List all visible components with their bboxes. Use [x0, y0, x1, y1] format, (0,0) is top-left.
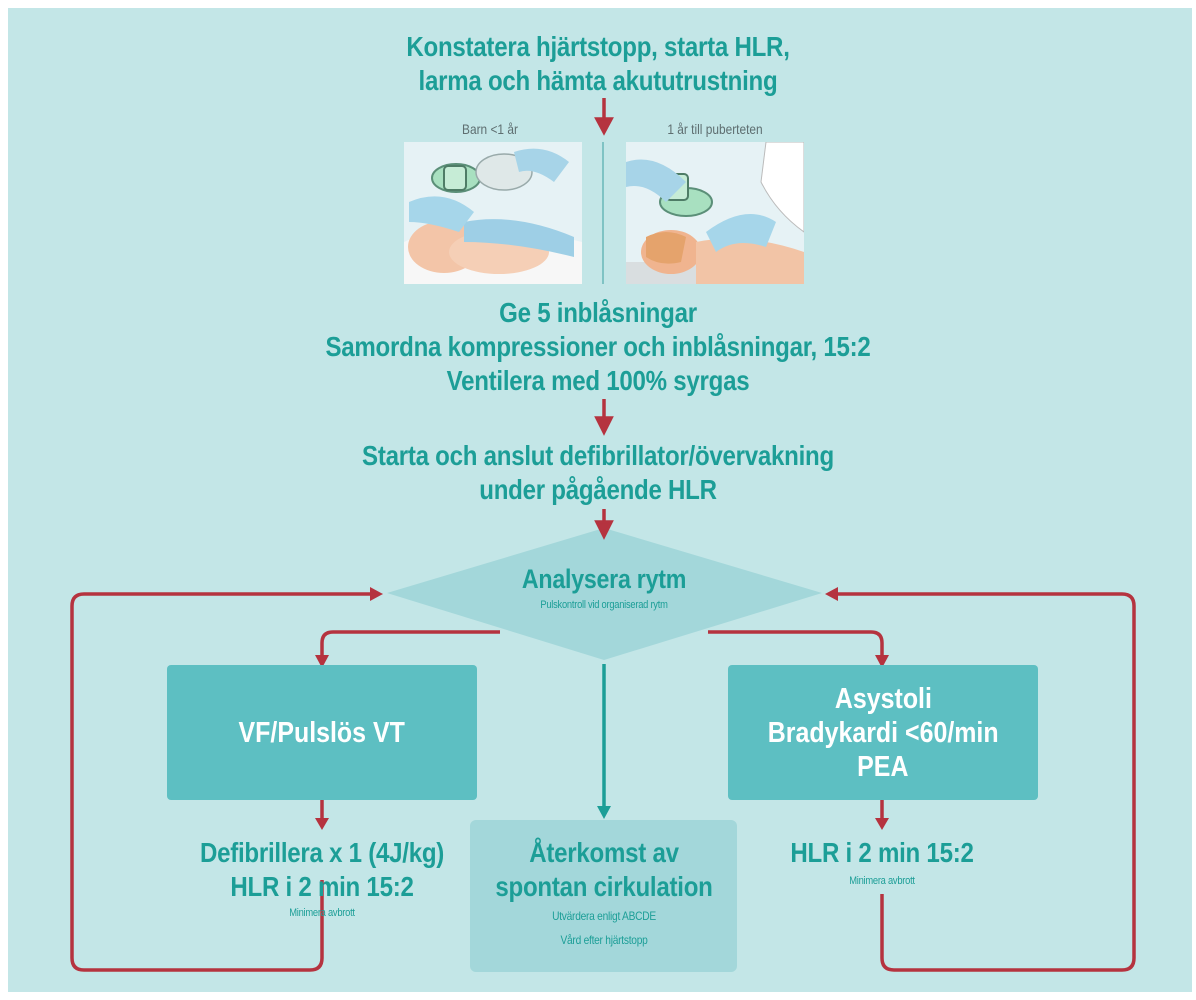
title-line-1: Konstatera hjärtstopp, starta HLR,	[406, 31, 790, 62]
asystole-line-2: Bradykardi <60/min	[767, 716, 999, 749]
illustration-label-child: 1 år till puberteten	[667, 121, 763, 137]
analyse-title: Analysera rytm	[521, 564, 687, 594]
loop-right-back-to-analyse	[836, 592, 1136, 972]
defib-note: Minimera avbrott	[289, 907, 355, 919]
child-ventilation-illustration	[626, 142, 804, 284]
analyse-subtitle: Pulskontroll vid organiserad rytm	[540, 599, 668, 611]
defib-line-1: Defibrillera x 1 (4J/kg)	[199, 837, 445, 868]
step3-line-1: Starta och anslut defibrillator/övervakn…	[362, 440, 834, 471]
arrow-head-to-rosc	[597, 806, 611, 819]
step2-line-1: Ge 5 inblåsningar	[499, 297, 697, 328]
rosc-note-1: Utvärdera enligt ABCDE	[552, 909, 656, 923]
asystole-line-3: PEA	[857, 750, 909, 783]
rosc-line-1: Återkomst av	[529, 837, 679, 868]
rosc-line-2: spontan cirkulation	[495, 871, 713, 902]
arrow-step2-to-step3	[594, 399, 614, 436]
arrow-analyse-to-vf	[320, 630, 500, 658]
arrow-head-to-defib	[315, 818, 329, 830]
rosc-box	[470, 820, 737, 972]
title-line-2: larma och hämta akututrustning	[418, 65, 778, 96]
arrow-head-to-asystole	[875, 655, 889, 668]
vf-pulseless-vt-box: VF/Pulslös VT	[167, 665, 477, 800]
asystole-box: Asystoli Bradykardi <60/min PEA	[728, 665, 1038, 800]
illustration-label-infant: Barn <1 år	[462, 121, 518, 137]
illustration-divider	[602, 142, 604, 284]
infant-ventilation-illustration	[404, 142, 582, 284]
hlr-note: Minimera avbrott	[849, 875, 915, 887]
hlr-line-1: HLR i 2 min 15:2	[790, 837, 974, 868]
analyse-rhythm-diamond	[387, 528, 822, 660]
arrow-title-to-illustrations	[594, 98, 614, 136]
step2-line-3: Ventilera med 100% syrgas	[446, 365, 750, 396]
rosc-note-2: Vård efter hjärtstopp	[560, 933, 648, 947]
asystole-line-1: Asystoli	[834, 682, 932, 715]
vf-box-label: VF/Pulslös VT	[238, 716, 406, 749]
arrow-step3-to-analyse	[594, 509, 614, 540]
arrow-analyse-to-asystole	[708, 630, 884, 658]
loop-left-back-to-analyse	[70, 592, 372, 972]
arrow-head-to-hlr	[875, 818, 889, 830]
arrow-head-loop-left	[370, 587, 383, 601]
step3-line-2: under pågående HLR	[479, 474, 717, 505]
arrow-head-loop-right	[825, 587, 838, 601]
step2-line-2: Samordna kompressioner och inblåsningar,…	[325, 331, 871, 362]
defib-line-2: HLR i 2 min 15:2	[230, 871, 414, 902]
arrow-head-to-vf	[315, 655, 329, 668]
